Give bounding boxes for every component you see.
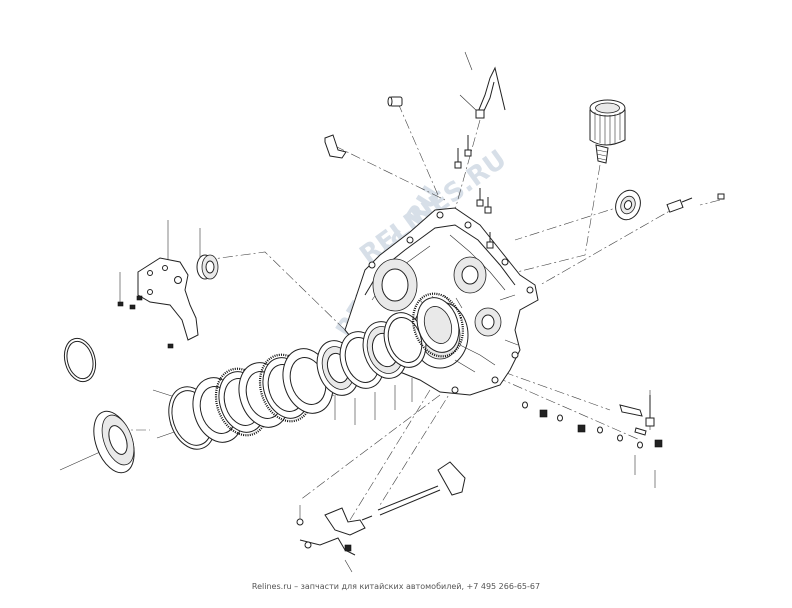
drain-bolts [522, 401, 663, 449]
clutch-drum [412, 292, 464, 358]
long-bolt [645, 395, 655, 427]
o-ring [63, 337, 97, 383]
footer-caption-text: – запчасти для китайских автомобилей, +7… [294, 582, 541, 591]
piston-seal [383, 312, 427, 368]
dipstick-assembly [296, 461, 466, 556]
bearing [196, 254, 219, 280]
shaft-seal [615, 189, 641, 221]
housing-bolts [454, 135, 494, 249]
end-cover [93, 410, 135, 474]
breather-tube [475, 66, 506, 119]
leader-lines [100, 102, 721, 521]
footer-caption: Relines.ru – запчасти для китайских авто… [0, 582, 792, 591]
mounting-bracket [117, 257, 199, 349]
sensor-bolt [666, 193, 725, 213]
oil-filter [589, 99, 626, 164]
clutch-pack [192, 292, 464, 443]
wire-bracket [324, 134, 347, 159]
dowel-pin [387, 96, 403, 107]
footer-site-link[interactable]: Relines.ru [251, 582, 292, 591]
